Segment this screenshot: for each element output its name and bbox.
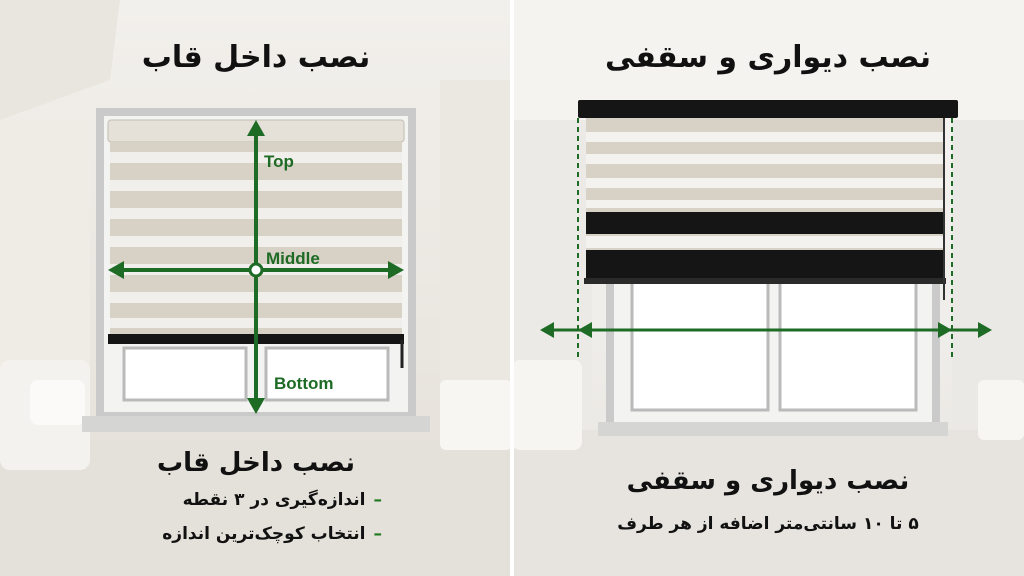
blind-cassette (578, 100, 958, 118)
center-point-marker (248, 262, 264, 278)
extra-width-arrow (540, 322, 992, 338)
inside-window-illustration: Top Middle Bottom (82, 108, 430, 432)
wall-mount-title: نصب دیواری و سقفی (604, 40, 932, 75)
bullet-dash-icon: – (373, 524, 383, 544)
label-middle: Middle (266, 249, 320, 268)
bullet-dash-icon: – (373, 490, 383, 510)
label-bottom: Bottom (274, 374, 333, 393)
panel-divider (510, 0, 514, 576)
zebra-blind-stripes (586, 118, 944, 282)
wall-ceiling-mount-panel: نصب دیواری و سقفی نصب دیواری و سقفی ۵ تا… (512, 0, 1024, 576)
blind-bottom-rail (584, 278, 946, 284)
inside-bullet-1: –اندازه‌گیری در ۳ نقطه (182, 490, 383, 510)
inside-bullet-2: –انتخاب کوچک‌ترین اندازه (162, 524, 382, 544)
wall-mount-caption-title: نصب دیواری و سقفی (626, 466, 910, 496)
outside-window-illustration (540, 100, 992, 436)
inside-mount-caption-title: نصب داخل قاب (156, 448, 356, 478)
inside-mount-title: نصب داخل قاب (141, 40, 371, 75)
wall-mount-caption-text: ۵ تا ۱۰ سانتی‌متر اضافه از هر طرف (617, 514, 919, 534)
label-top: Top (264, 152, 294, 171)
inside-mount-panel: Top Middle Bottom نصب داخل قاب نصب داخل … (0, 0, 512, 576)
inside-room-background (30, 380, 512, 450)
